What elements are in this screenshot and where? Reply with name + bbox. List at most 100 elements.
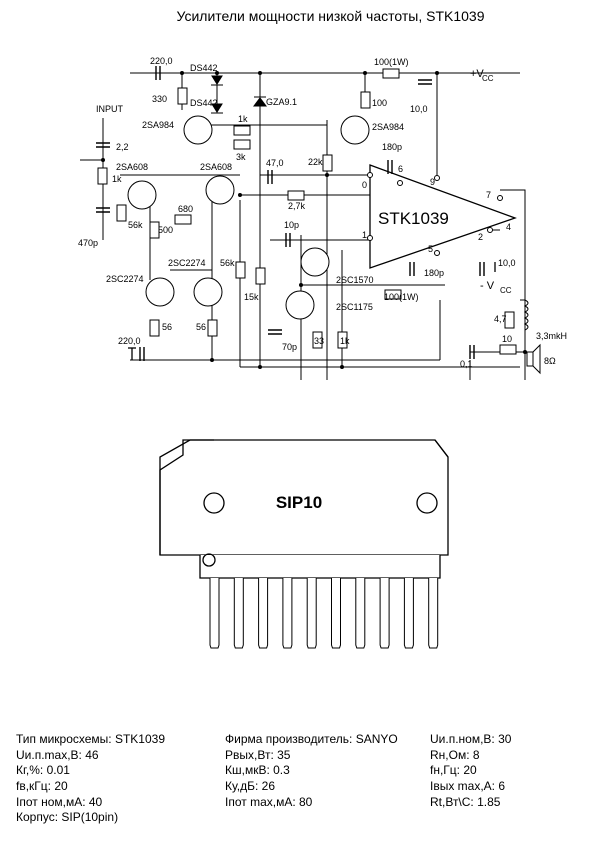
spec-item: Фирма производитель: SANYO (225, 732, 398, 746)
label-2sc1175: 2SC1175 (336, 302, 373, 312)
label-ds442-b: DS442 (190, 98, 218, 108)
label-r-500: 500 (158, 225, 173, 235)
speaker-icon (526, 343, 541, 375)
chip-label: STK1039 (378, 209, 449, 228)
specs-column-1: Тип микросхемы: STK1039 Uи.п.max,В: 46 К… (16, 732, 165, 826)
label-c-0-1: 0,1 (460, 359, 473, 369)
sip10-package (159, 439, 449, 579)
package-pin (428, 578, 439, 649)
label-speaker: 8Ω (544, 356, 556, 366)
package-pin (331, 578, 341, 649)
label-r-330: 330 (152, 94, 167, 104)
label-2sa984-l: 2SA984 (142, 120, 174, 130)
pin-4: 4 (506, 222, 511, 232)
package-pin (403, 578, 414, 649)
package-name: SIP10 (276, 493, 322, 512)
label-vcc-neg: - V (480, 280, 495, 292)
package-pin (355, 578, 366, 649)
spec-item: Iпот max,мА: 80 (225, 794, 313, 809)
specs-column-2: Фирма производитель: SANYO Рвых,Вт: 35 К… (225, 732, 398, 810)
page-title: Усилители мощности низкой частоты, STK10… (176, 8, 485, 24)
label-c-220-bot: 220,0 (118, 336, 141, 346)
spec-item: Рвых,Вт: 35 (225, 747, 291, 762)
spec-item: Rн,Ом: 8 (430, 747, 480, 762)
mount-hole-right (416, 492, 438, 514)
label-input: INPUT (96, 104, 124, 114)
spec-item: Тип микросхемы: STK1039 (16, 732, 166, 746)
package-pin (209, 578, 220, 649)
label-2sa608-l: 2SA608 (116, 162, 148, 172)
label-r-100-1w-top: 100(1W) (374, 57, 409, 67)
label-r-100: 100 (372, 98, 387, 108)
label-2sa608-r: 2SA608 (200, 162, 232, 172)
pin-0: 0 (362, 180, 367, 190)
label-r-22k: 22k (308, 157, 323, 167)
stk1039-amplifier-symbol (367, 164, 517, 269)
label-c-180p-bot: 180p (424, 268, 444, 278)
label-c-220-top: 220,0 (150, 56, 173, 66)
label-r-10: 10 (502, 334, 512, 344)
label-r-56-r: 56 (196, 322, 206, 332)
label-c-10-bot: 10,0 (498, 258, 516, 268)
label-2sc2274-top: 2SC2274 (168, 258, 206, 268)
pin-1: 1 (362, 230, 367, 240)
label-2sc2274-l: 2SC2274 (106, 274, 144, 284)
resistors (97, 68, 517, 355)
spec-item: Iвых max,А: 6 (430, 779, 506, 794)
spec-item: Uи.п.max,В: 46 (16, 747, 99, 762)
package-pin (379, 578, 390, 649)
label-r-2-7k: 2,7k (288, 201, 306, 211)
label-2sc1570: 2SC1570 (336, 275, 374, 285)
label-c-70p: 70p (282, 342, 297, 352)
label-c-10p: 10p (284, 220, 299, 230)
label-r-56k: 56k (128, 220, 143, 230)
label-l-3-3: 3,3mkH (536, 331, 567, 341)
label-r-100-1w-bot: 100(1W) (384, 292, 419, 302)
label-vcc-pos: +V (470, 68, 484, 80)
label-r-1k-bot: 1k (340, 336, 350, 346)
label-r-56k-b: 56k (220, 258, 235, 268)
spec-item: Корпус: SIP(10pin) (16, 810, 119, 825)
label-r-56-l: 56 (162, 322, 172, 332)
label-cc-neg: CC (500, 286, 512, 295)
spec-item: Uи.п.ном,В: 30 (430, 732, 512, 746)
label-c-10-top: 10,0 (410, 104, 428, 114)
inductor-coil (523, 299, 529, 331)
label-2sa984-r: 2SA984 (372, 122, 404, 132)
pin-7: 7 (486, 190, 491, 200)
pin-2: 2 (478, 232, 483, 242)
pin-9: 9 (430, 177, 435, 187)
spec-item: Iпот ном,мА: 40 (16, 794, 103, 809)
label-c-47: 47,0 (266, 158, 284, 168)
label-r-680: 680 (178, 204, 193, 214)
package-pin (233, 578, 244, 649)
transistors (127, 115, 370, 320)
label-ds442-a: DS442 (190, 63, 218, 73)
label-c-2-2: 2,2 (116, 142, 129, 152)
label-r-3k: 3k (236, 152, 246, 162)
label-c-180p-top: 180p (382, 142, 402, 152)
spec-item: Ку,дБ: 26 (225, 779, 276, 794)
label-r-33: 33 (314, 336, 324, 346)
package-pin (282, 578, 293, 649)
pin-6: 6 (398, 164, 403, 174)
label-cc-pos: CC (482, 74, 494, 83)
pin1-marker (202, 553, 216, 567)
spec-item: Кш,мкВ: 0.3 (225, 763, 290, 778)
label-r-4-7: 4,7 (494, 314, 507, 324)
label-r-15k: 15k (244, 292, 259, 302)
label-r-1k-in: 1k (112, 174, 122, 184)
label-zener: GZA9.1 (266, 97, 297, 107)
package-pin (258, 578, 269, 649)
specs-column-3: Uи.п.ном,В: 30 Rн,Ом: 8 fн,Гц: 20 Iвых m… (430, 732, 511, 810)
label-r-1k-mid: 1k (238, 114, 248, 124)
pin-5: 5 (428, 244, 433, 254)
ground-symbols (128, 262, 496, 360)
spec-item: Кг,%: 0.01 (16, 763, 70, 778)
spec-item: fв,кГц: 20 (16, 779, 68, 794)
diodes (211, 75, 267, 114)
capacitors (96, 66, 485, 361)
label-c-470p: 470p (78, 238, 98, 248)
package-pins (209, 578, 439, 649)
